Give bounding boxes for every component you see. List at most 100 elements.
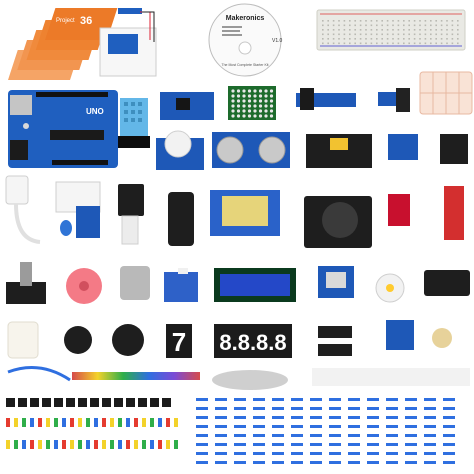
breadboard-hole [322, 24, 324, 27]
breadboard-hole [359, 24, 362, 27]
matrix-dot [253, 114, 257, 118]
resistor [196, 443, 208, 446]
led [102, 418, 106, 427]
battery-9v-with-clip [424, 270, 470, 296]
breadboard-hole [424, 29, 427, 31]
matrix-dot [258, 94, 263, 98]
breadboard-hole [365, 24, 367, 27]
resistor [291, 443, 303, 446]
breadboard-hole [370, 20, 373, 22]
breadboard-hole [327, 38, 329, 40]
breadboard-hole [354, 33, 356, 36]
led [158, 440, 162, 449]
resistor [196, 452, 208, 455]
resistor [443, 416, 455, 419]
breadboard-hole [343, 38, 346, 40]
breadboard-hole [327, 33, 329, 36]
tactile-button [18, 398, 27, 407]
matrix-dot [247, 94, 252, 98]
resistor [253, 434, 265, 437]
resistor [310, 416, 322, 419]
matrix-dot [258, 104, 263, 108]
breadboard-hole [430, 42, 432, 45]
breadboard-hole [408, 42, 410, 45]
resistor [329, 434, 341, 437]
breadboard-hole [413, 38, 416, 40]
led [110, 440, 114, 449]
resistor [443, 425, 455, 428]
resistor [215, 443, 227, 446]
breadboard-hole [435, 20, 437, 22]
matrix-dot [242, 104, 246, 108]
resistor [329, 407, 341, 410]
matrix-dot [242, 114, 246, 118]
breadboard-hole [354, 24, 356, 27]
tactile-button [114, 398, 123, 407]
resistor [329, 443, 341, 446]
breadboard-hole [397, 20, 400, 22]
breadboard-hole [397, 42, 400, 45]
resistor [253, 443, 265, 446]
breadboard-hole [413, 42, 416, 45]
pir-motion-sensor [156, 130, 204, 170]
led [22, 440, 26, 449]
resistor [272, 407, 284, 410]
breadboard-hole [376, 42, 378, 45]
led [46, 418, 50, 427]
breadboard-hole [365, 20, 367, 22]
resistor [215, 452, 227, 455]
resistor [196, 425, 208, 428]
breadboard-hole [440, 38, 443, 40]
matrix-dot [269, 99, 274, 103]
led [6, 440, 10, 449]
breadboard-hole [349, 33, 351, 36]
breadboard-hole [332, 24, 335, 27]
breadboard-hole [435, 29, 437, 31]
breadboard-hole [446, 20, 448, 22]
breadboard-hole [392, 20, 394, 22]
breadboard-hole [365, 29, 367, 31]
resistor [348, 425, 360, 428]
matrix-dot [264, 109, 268, 113]
resistor [234, 398, 246, 401]
breadboard-hole [451, 29, 454, 31]
breadboard-hole [430, 20, 432, 22]
matrix-dot [269, 109, 274, 113]
resistor [386, 461, 398, 464]
breadboard-hole [446, 29, 448, 31]
breadboard-hole [413, 29, 416, 31]
piezo-disc [112, 324, 144, 356]
led [38, 418, 42, 427]
breadboard-hole [381, 38, 383, 40]
resistor [215, 407, 227, 410]
breadboard-hole [354, 29, 356, 31]
resistor [234, 407, 246, 410]
tactile-button [126, 398, 135, 407]
led [54, 418, 58, 427]
led [150, 418, 154, 427]
breadboard-hole [343, 29, 346, 31]
breadboard-hole [403, 38, 405, 40]
breadboard-hole [376, 38, 378, 40]
matrix-dot [264, 114, 268, 118]
breadboard-hole [338, 33, 340, 36]
matrix-dot [231, 99, 235, 103]
resistor [386, 398, 398, 401]
breadboard-hole [381, 33, 383, 36]
breadboard-hole [338, 20, 340, 22]
resistor [443, 452, 455, 455]
resistor [310, 461, 322, 464]
breadboard-hole [370, 33, 373, 36]
breadboard-hole [392, 33, 394, 36]
led [6, 418, 10, 427]
resistor [310, 452, 322, 455]
resistor [310, 443, 322, 446]
led [118, 418, 122, 427]
resistor [405, 461, 417, 464]
resistor [367, 452, 379, 455]
matrix-dot [269, 94, 274, 98]
led [174, 440, 178, 449]
resistor [291, 461, 303, 464]
breadboard-hole [386, 29, 389, 31]
